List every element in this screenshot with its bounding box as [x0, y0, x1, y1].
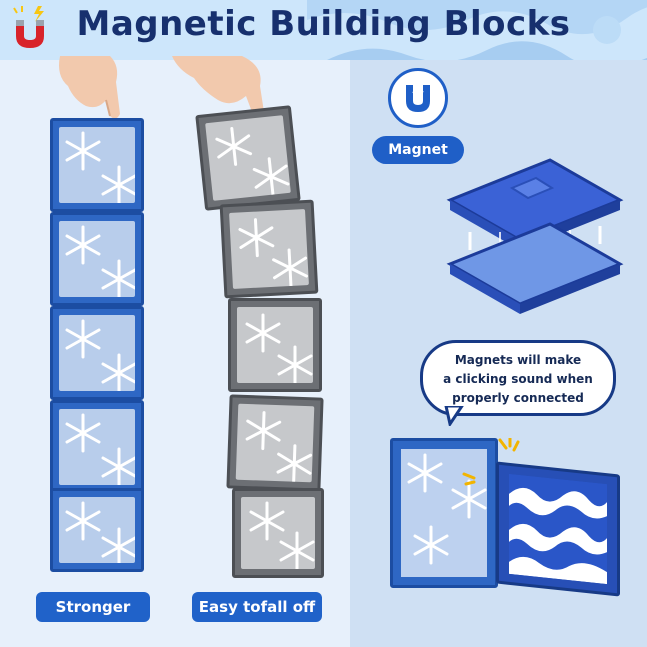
- snowflake-icon: [101, 527, 135, 563]
- snowflake-icon: [413, 525, 449, 565]
- grey-tile: [232, 488, 324, 578]
- snowflake-icon: [101, 259, 135, 297]
- snowflake-icon: [65, 501, 101, 541]
- grey-tile: [195, 105, 301, 211]
- snowflake-icon: [276, 444, 313, 483]
- snowflake-icon: [101, 353, 135, 391]
- snowflake-tile: [390, 438, 498, 588]
- bubble-tail-icon: [444, 406, 464, 426]
- snowflake-icon: [65, 319, 101, 359]
- header-banner: Magnetic Building Blocks: [0, 0, 647, 60]
- snowflake-icon: [277, 345, 313, 383]
- magnet-logo-icon: [13, 6, 44, 48]
- wave-icon: [509, 473, 607, 585]
- snowflake-icon: [279, 531, 315, 569]
- snowflake-icon: [215, 127, 253, 166]
- snowflake-icon: [238, 218, 275, 258]
- spark-icon: [498, 438, 520, 452]
- stronger-label: Stronger: [36, 592, 150, 622]
- snowflake-icon: [451, 479, 487, 519]
- blue-tile: [50, 306, 144, 400]
- snowflake-icon: [245, 411, 282, 451]
- blue-tile: [50, 212, 144, 306]
- grey-tile: [226, 394, 324, 492]
- hand-right-icon: [172, 56, 264, 116]
- snowflake-icon: [101, 447, 135, 485]
- snowflake-icon: [252, 157, 290, 197]
- magnet-badge: [388, 68, 448, 128]
- snowflake-icon: [65, 413, 101, 453]
- snowflake-icon: [249, 501, 285, 541]
- easy-fall-label: Easy tofall off: [192, 592, 322, 622]
- snowflake-icon: [101, 165, 135, 203]
- wave-tile: [496, 461, 620, 597]
- spark-icon: [462, 472, 476, 486]
- snowflake-icon: [245, 313, 281, 353]
- grey-tile: [219, 199, 319, 299]
- tile-connection-illustration: [446, 158, 624, 314]
- blue-tile: [50, 118, 144, 212]
- hand-left-icon: [59, 56, 120, 119]
- page-title: Magnetic Building Blocks: [76, 4, 571, 44]
- decorative-wave-icon: [307, 0, 647, 60]
- blue-tile: [50, 400, 144, 494]
- snowflake-icon: [407, 453, 443, 493]
- magnet-label: Magnet: [372, 136, 464, 164]
- snowflake-icon: [65, 131, 101, 171]
- snowflake-icon: [272, 248, 308, 288]
- grey-tile: [228, 298, 322, 392]
- click-sound-bubble: Magnets will make a clicking sound when …: [420, 340, 616, 416]
- magnet-icon: [406, 85, 430, 112]
- connected-tile-pair: [390, 438, 622, 597]
- blue-tile: [50, 488, 144, 572]
- snowflake-icon: [65, 225, 101, 265]
- bubble-text: Magnets will make a clicking sound when …: [443, 353, 593, 405]
